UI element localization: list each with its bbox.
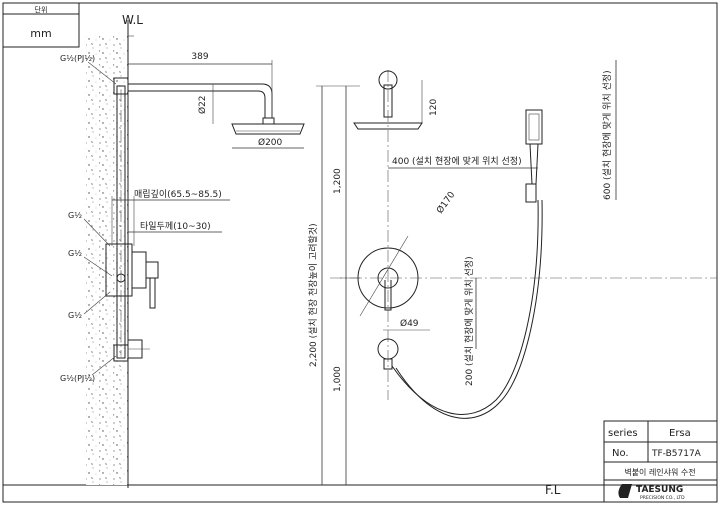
thread-1: G½ xyxy=(68,211,82,220)
thread-3: G½ xyxy=(68,311,82,320)
wall-section xyxy=(86,36,128,485)
brand-name: TAESUNG xyxy=(636,485,683,495)
no-value: TF-B5717A xyxy=(651,449,702,459)
dim-120: 120 xyxy=(429,99,439,116)
unit-box: 단위 mm xyxy=(2,2,80,48)
title-block: series Ersa No. TF-B5717A 벽붙이 레인샤워 수전 TA… xyxy=(603,420,718,503)
side-view-plumbing xyxy=(105,77,305,362)
unit-header: 단위 xyxy=(35,5,48,14)
dim-1000: 1,000 xyxy=(333,366,343,392)
dim-tile-thickness: 타일두께(10~30) xyxy=(140,221,211,232)
dim-outlet-dia: Ø49 xyxy=(400,318,419,329)
dim-pipe-dia: Ø22 xyxy=(197,95,208,114)
wl-label: W.L xyxy=(122,13,143,27)
dim-plate-dia: Ø170 xyxy=(434,189,457,215)
dim-600: 600 (설치 현장에 맞게 위치 선정) xyxy=(601,70,613,200)
front-view-plumbing xyxy=(330,70,717,419)
dim-1200: 1,200 xyxy=(333,168,343,194)
dim-389: 389 xyxy=(191,52,208,62)
brand-sub: PRECISION CO., LTD xyxy=(640,495,685,501)
thread-2: G½ xyxy=(68,249,82,258)
dim-200: 200 (설치 현장에 맞게 위치 선정) xyxy=(463,256,475,386)
series-value: Ersa xyxy=(669,428,691,439)
dim-head-dia: Ø200 xyxy=(258,137,283,148)
unit-value: mm xyxy=(30,27,51,40)
product-name: 벽붙이 레인샤워 수전 xyxy=(624,467,695,477)
brand-logo-icon xyxy=(618,484,632,498)
no-label: No. xyxy=(612,448,629,459)
thread-top: G½(PJ½) xyxy=(60,54,95,63)
thread-bottom: G½(PJ½) xyxy=(60,374,95,383)
series-label: series xyxy=(608,428,638,439)
dim-bury-depth: 매립깊이(65.5~85.5) xyxy=(134,188,222,200)
dim-400: 400 (설치 현장에 맞게 위치 선정) xyxy=(392,155,522,167)
dim-2200: 2,200 (설치 현장 천장높이 고려할것) xyxy=(307,223,319,367)
fl-label: F.L xyxy=(545,483,561,497)
